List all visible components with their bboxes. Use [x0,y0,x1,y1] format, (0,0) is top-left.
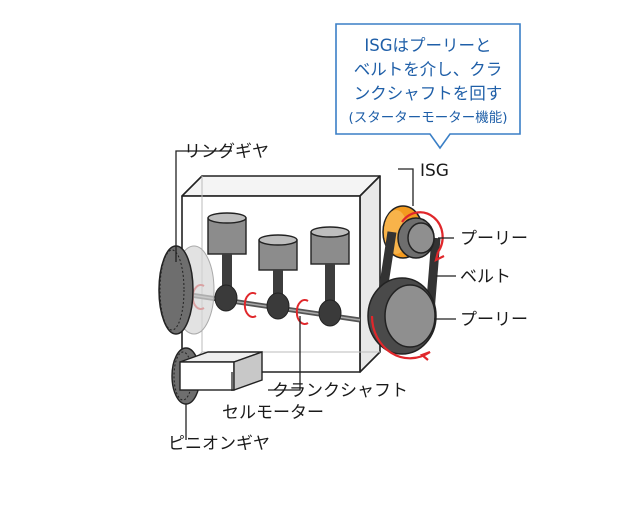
pulley-rotation-arrows [370,211,445,361]
label-ring-gear: リングギヤ [184,142,269,162]
callout-line-1: ISGはプーリーと [364,36,491,55]
leader-lines [175,150,456,440]
cell-motor [179,351,263,391]
pulley-top [397,217,435,259]
callout-line-3: ンクシャフトを回す [354,84,503,103]
label-isg: ISG [420,161,449,181]
pulley-bottom [367,277,437,355]
callout-sub: (スターターモーター機能) [348,110,507,126]
callout-line-2: ベルトを介し、クラ [354,60,503,79]
pistons [207,212,350,306]
label-belt: ベルト [460,267,511,287]
label-crankshaft: クランクシャフト [272,381,408,401]
label-pulley-top: プーリー [460,229,528,249]
label-pulley-bottom: プーリー [460,310,528,330]
ring-gear [158,245,215,335]
isg-callout: ISGはプーリーと ベルトを介し、クラ ンクシャフトを回す (スターターモーター… [335,23,521,150]
label-cell-motor: セルモーター [222,403,324,423]
label-pinion-gear: ピニオンギヤ [168,434,270,454]
callout-box [335,23,521,150]
